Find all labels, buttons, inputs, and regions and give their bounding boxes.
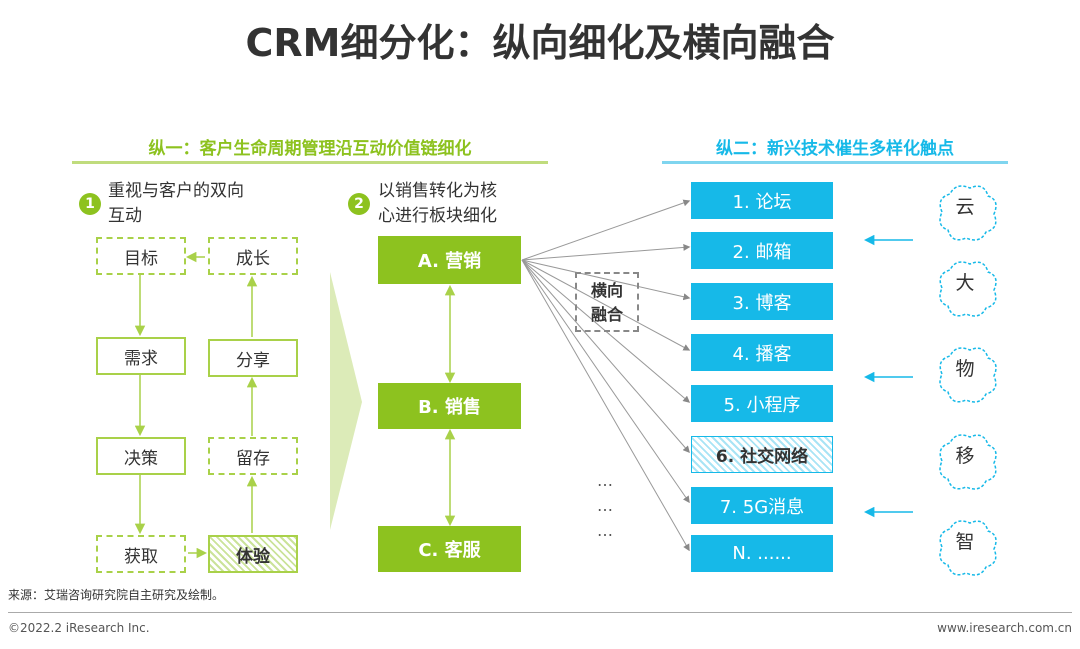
step-2-text: 以销售转化为核 心进行板块细化 — [378, 181, 497, 226]
step-1-text: 重视与客户的双向 互动 — [108, 181, 244, 226]
left-section-heading: 纵一：客户生命周期管理沿互动价值链细化 — [148, 139, 472, 159]
lifecycle-acquire: 获取 — [96, 535, 186, 573]
channel-email: 2. 邮箱 — [691, 232, 833, 269]
website-link[interactable]: www.iresearch.com.cn — [937, 621, 1072, 635]
step-1-badge: 1 — [79, 193, 101, 215]
lifecycle-goal: 目标 — [96, 237, 186, 275]
horizontal-merge-label: 横向 融合 — [575, 272, 639, 332]
source-note: 来源：艾瑞咨询研究院自主研究及绘制。 — [8, 588, 225, 602]
module-sales: B. 销售 — [378, 383, 521, 429]
channel-5g-message: 7. 5G消息 — [691, 487, 833, 524]
module-marketing: A. 营销 — [378, 236, 521, 284]
channel-forum: 1. 论坛 — [691, 182, 833, 219]
ellipsis-1: … — [597, 471, 615, 490]
channel-podcast: 4. 播客 — [691, 334, 833, 371]
channel-n: N. ...... — [691, 535, 833, 572]
tech-cloud-yun: 云 — [955, 195, 975, 218]
channel-social-network: 6. 社交网络 — [691, 436, 833, 473]
copyright: ©2022.2 iResearch Inc. — [8, 621, 150, 635]
lifecycle-demand: 需求 — [96, 337, 186, 375]
page-title: CRM细分化：纵向细化及横向融合 — [245, 21, 835, 65]
lifecycle-retain: 留存 — [208, 437, 298, 475]
lifecycle-experience: 体验 — [208, 535, 298, 573]
ellipsis-3: … — [597, 521, 615, 540]
right-section-rule — [662, 161, 1008, 164]
ellipsis-2: … — [597, 496, 615, 515]
footer-divider — [8, 612, 1072, 613]
lifecycle-share: 分享 — [208, 339, 298, 377]
step-2-badge: 2 — [348, 193, 370, 215]
lifecycle-decision: 决策 — [96, 437, 186, 475]
tech-cloud-iot: 物 — [955, 357, 975, 380]
tech-cloud-bigdata: 大 — [955, 271, 975, 294]
channel-blog: 3. 博客 — [691, 283, 833, 320]
module-service: C. 客服 — [378, 526, 521, 572]
channel-mini-program: 5. 小程序 — [691, 385, 833, 422]
left-section-rule — [72, 161, 548, 164]
right-section-heading: 纵二：新兴技术催生多样化触点 — [716, 139, 954, 159]
lifecycle-growth: 成长 — [208, 237, 298, 275]
tech-cloud-ai: 智 — [955, 530, 975, 553]
tech-cloud-mobile: 移 — [955, 444, 975, 467]
